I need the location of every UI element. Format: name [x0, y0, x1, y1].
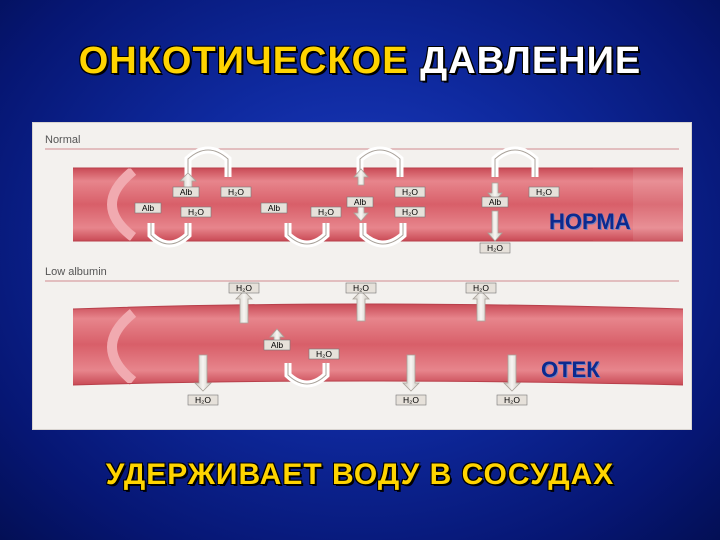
footer-caption: УДЕРЖИВАЕТ ВОДУ В СОСУДАХ — [105, 458, 615, 491]
label-alb: Alb — [354, 197, 367, 207]
label-h2o: H₂O — [402, 187, 418, 197]
label-h2o: H₂O — [473, 283, 489, 293]
label-h2o: H₂O — [487, 243, 503, 253]
label-h2o: H₂O — [353, 283, 369, 293]
label-alb: Alb — [142, 203, 155, 213]
low-albumin-vessel — [72, 303, 684, 386]
normal-section-label: Normal — [45, 134, 80, 146]
low-albumin-arrows — [194, 290, 521, 392]
label-alb: Alb — [180, 187, 193, 197]
low-albumin-loop — [284, 363, 330, 388]
label-h2o: H₂O — [402, 207, 418, 217]
label-h2o: H₂O — [536, 187, 552, 197]
label-h2o: H₂O — [403, 395, 419, 405]
otek-label: ОТЕК — [541, 357, 600, 382]
label-alb: Alb — [271, 340, 284, 350]
low-albumin-section-label: Low albumin — [45, 266, 107, 278]
norma-label: НОРМА — [549, 209, 631, 234]
label-h2o: H₂O — [188, 207, 204, 217]
page-title: ОНКОТИЧЕСКОЕ ДАВЛЕНИЕ — [0, 40, 720, 83]
label-h2o: H₂O — [504, 395, 520, 405]
label-h2o: H₂O — [195, 395, 211, 405]
diagram-panel: Normal Low albumin — [32, 122, 692, 430]
vessel-diagram: Normal Low albumin — [45, 134, 684, 406]
label-h2o: H₂O — [236, 283, 252, 293]
label-h2o: H₂O — [228, 187, 244, 197]
normal-labels: Alb H₂O Alb H₂O Alb H₂O Alb H₂O H₂O Alb … — [134, 186, 560, 254]
low-albumin-labels: H₂O H₂O H₂O Alb H₂O H₂O H₂O H₂O — [187, 282, 528, 406]
label-h2o: H₂O — [316, 349, 332, 359]
title-word-1: ОНКОТИЧЕСКОЕ — [78, 40, 409, 82]
label-alb: Alb — [489, 197, 502, 207]
label-alb: Alb — [268, 203, 281, 213]
label-h2o: H₂O — [318, 207, 334, 217]
title-word-2: ДАВЛЕНИЕ — [420, 40, 642, 82]
